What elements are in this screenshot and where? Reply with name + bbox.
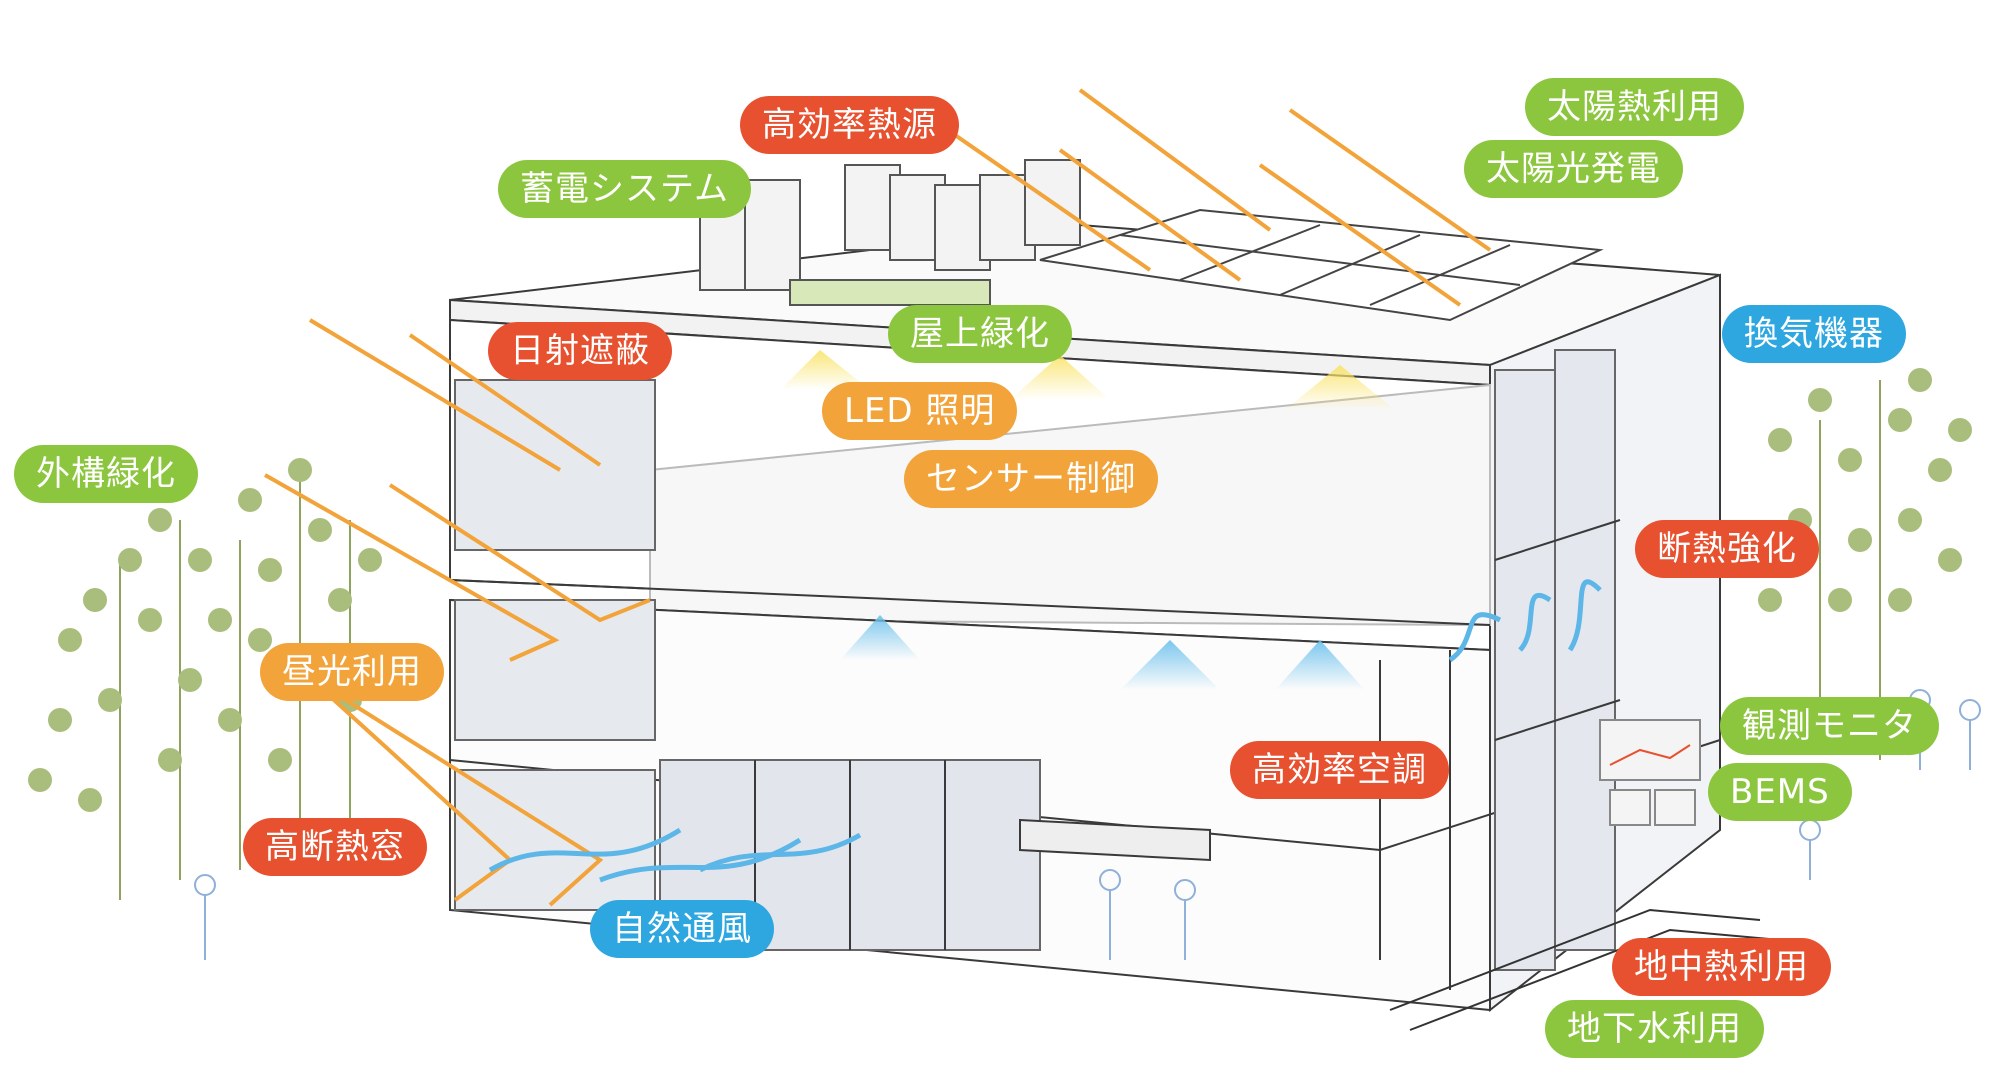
ceiling-lights: [780, 350, 1395, 410]
label-exterior-greening: 外構緑化: [14, 445, 198, 503]
label-insulation-reinforcement: 断熱強化: [1635, 520, 1819, 578]
label-sensor-control: センサー制御: [904, 450, 1158, 508]
walkway: [1389, 908, 1781, 1031]
trees-left: [28, 458, 382, 900]
label-natural-ventilation: 自然通風: [590, 900, 774, 958]
label-high-insulation-window: 高断熱窓: [243, 818, 427, 876]
label-solar-thermal: 太陽熱利用: [1525, 78, 1744, 136]
label-high-eff-air-conditioning: 高効率空調: [1230, 741, 1449, 799]
trees-right: [1758, 368, 1972, 760]
sun-rays: [264, 88, 1492, 907]
label-led-lighting: LED 照明: [822, 382, 1018, 440]
rooftop-equipment: [699, 159, 1081, 306]
label-solar-shading: 日射遮蔽: [488, 322, 672, 380]
label-ventilation-equipment: 換気機器: [1722, 305, 1906, 363]
natural-airflow: [488, 579, 1602, 883]
label-rooftop-greening: 屋上緑化: [888, 305, 1072, 363]
label-geothermal: 地中熱利用: [1612, 938, 1831, 996]
monitor-panel: [1599, 719, 1701, 826]
label-photovoltaic: 太陽光発電: [1464, 140, 1683, 198]
label-observation-monitor: 観測モニタ: [1720, 697, 1939, 755]
label-groundwater: 地下水利用: [1545, 1000, 1764, 1058]
label-bems: BEMS: [1708, 763, 1852, 821]
label-daylight-utilization: 昼光利用: [260, 643, 444, 701]
air-conditioning-outlets: [840, 615, 1365, 690]
label-high-eff-heat-source: 高効率熱源: [740, 96, 959, 154]
label-storage-system: 蓄電システム: [498, 160, 751, 218]
